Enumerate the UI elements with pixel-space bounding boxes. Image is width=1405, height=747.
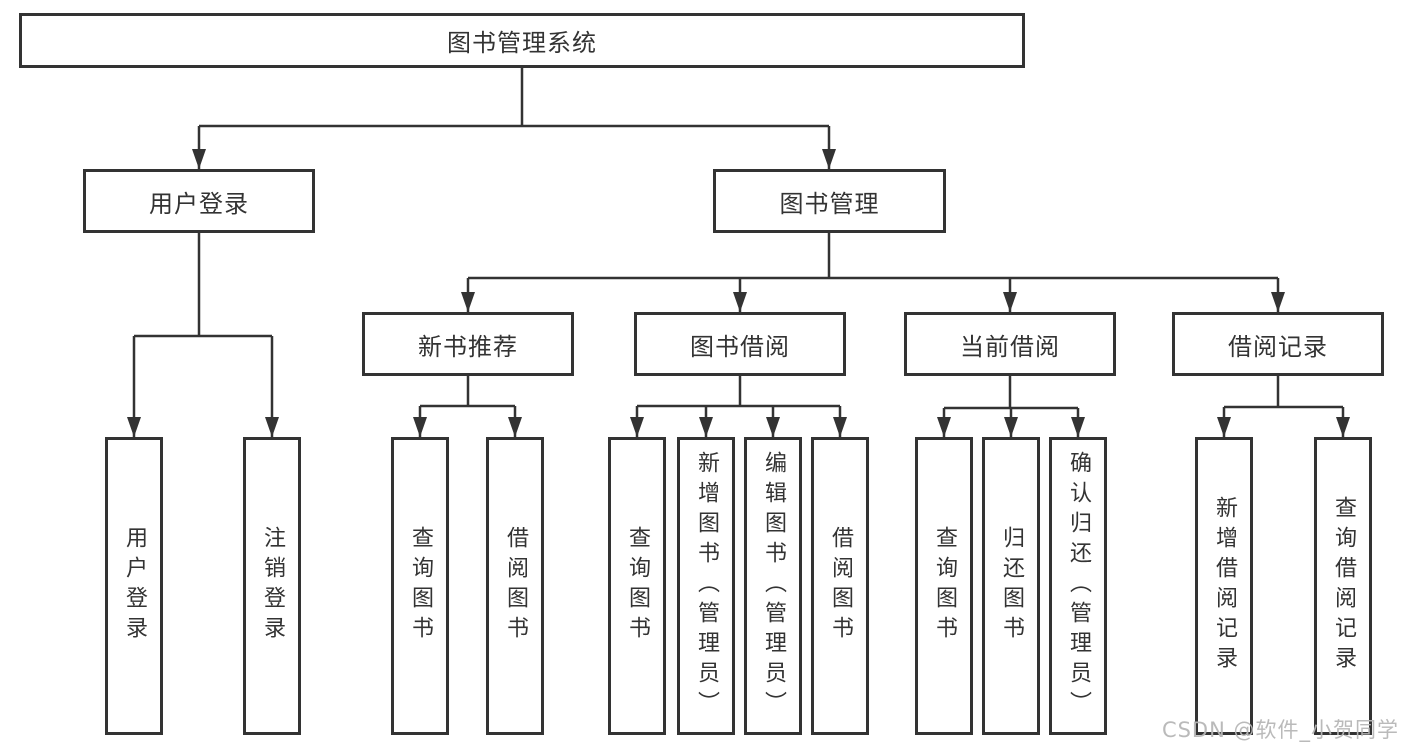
- connector-root-to-level2: [192, 68, 836, 169]
- leaf-newrec-query-books: 查询图书: [391, 437, 449, 735]
- node-label: 图书管理: [779, 189, 880, 218]
- node-label: 确认归还（管理员）: [1066, 451, 1091, 721]
- leaf-logout: 注销登录: [243, 437, 301, 735]
- leaf-newrec-borrow-books: 借阅图书: [486, 437, 544, 735]
- node-label: 借阅图书: [828, 526, 853, 646]
- leaf-borrow-borrow-books: 借阅图书: [811, 437, 869, 735]
- node-label: 查询图书: [932, 526, 957, 646]
- connector-bookmgmt-to-level3: [461, 233, 1285, 312]
- leaf-borrow-edit-books-admin: 编辑图书（管理员）: [744, 437, 802, 735]
- leaf-records-query-record: 查询借阅记录: [1314, 437, 1372, 735]
- node-label: 用户登录: [122, 526, 147, 646]
- node-label: 新书推荐: [418, 332, 518, 361]
- leaf-borrow-add-books-admin: 新增图书（管理员）: [677, 437, 735, 735]
- leaf-user-login: 用户登录: [105, 437, 163, 735]
- node-label: 新增借阅记录: [1212, 496, 1237, 676]
- node-library-system: 图书管理系统: [19, 13, 1025, 68]
- leaf-borrow-query-books: 查询图书: [608, 437, 666, 735]
- node-label: 用户登录: [149, 189, 249, 218]
- node-borrowing-records: 借阅记录: [1172, 312, 1384, 376]
- node-current-borrowing: 当前借阅: [904, 312, 1116, 376]
- node-new-book-recommend: 新书推荐: [362, 312, 574, 376]
- node-label: 图书借阅: [690, 332, 790, 361]
- connector-records-to-leaves: [1217, 376, 1350, 437]
- node-user-login: 用户登录: [83, 169, 315, 233]
- node-label: 新增图书（管理员）: [694, 451, 719, 721]
- connector-newbook-to-leaves: [413, 376, 522, 437]
- watermark: CSDN @软件_小贺同学: [1161, 718, 1399, 742]
- leaf-current-query-books: 查询图书: [915, 437, 973, 735]
- node-label: 借阅记录: [1228, 332, 1328, 361]
- node-label: 归还图书: [999, 526, 1024, 646]
- leaf-current-confirm-return-admin: 确认归还（管理员）: [1049, 437, 1107, 735]
- connector-bookborrow-to-leaves: [630, 376, 847, 437]
- leaf-current-return-books: 归还图书: [982, 437, 1040, 735]
- leaf-records-add-record: 新增借阅记录: [1195, 437, 1253, 735]
- node-book-management: 图书管理: [713, 169, 946, 233]
- node-label: 查询图书: [408, 526, 433, 646]
- node-label: 图书管理系统: [447, 29, 597, 57]
- connector-userlogin-to-leaves: [127, 233, 279, 437]
- connector-currentborrow-to-leaves: [937, 376, 1085, 437]
- node-label: 查询借阅记录: [1331, 496, 1356, 676]
- node-label: 编辑图书（管理员）: [761, 451, 786, 721]
- node-label: 当前借阅: [960, 332, 1060, 361]
- node-label: 借阅图书: [503, 526, 528, 646]
- node-book-borrowing: 图书借阅: [634, 312, 846, 376]
- node-label: 查询图书: [625, 526, 650, 646]
- node-label: 注销登录: [260, 526, 285, 646]
